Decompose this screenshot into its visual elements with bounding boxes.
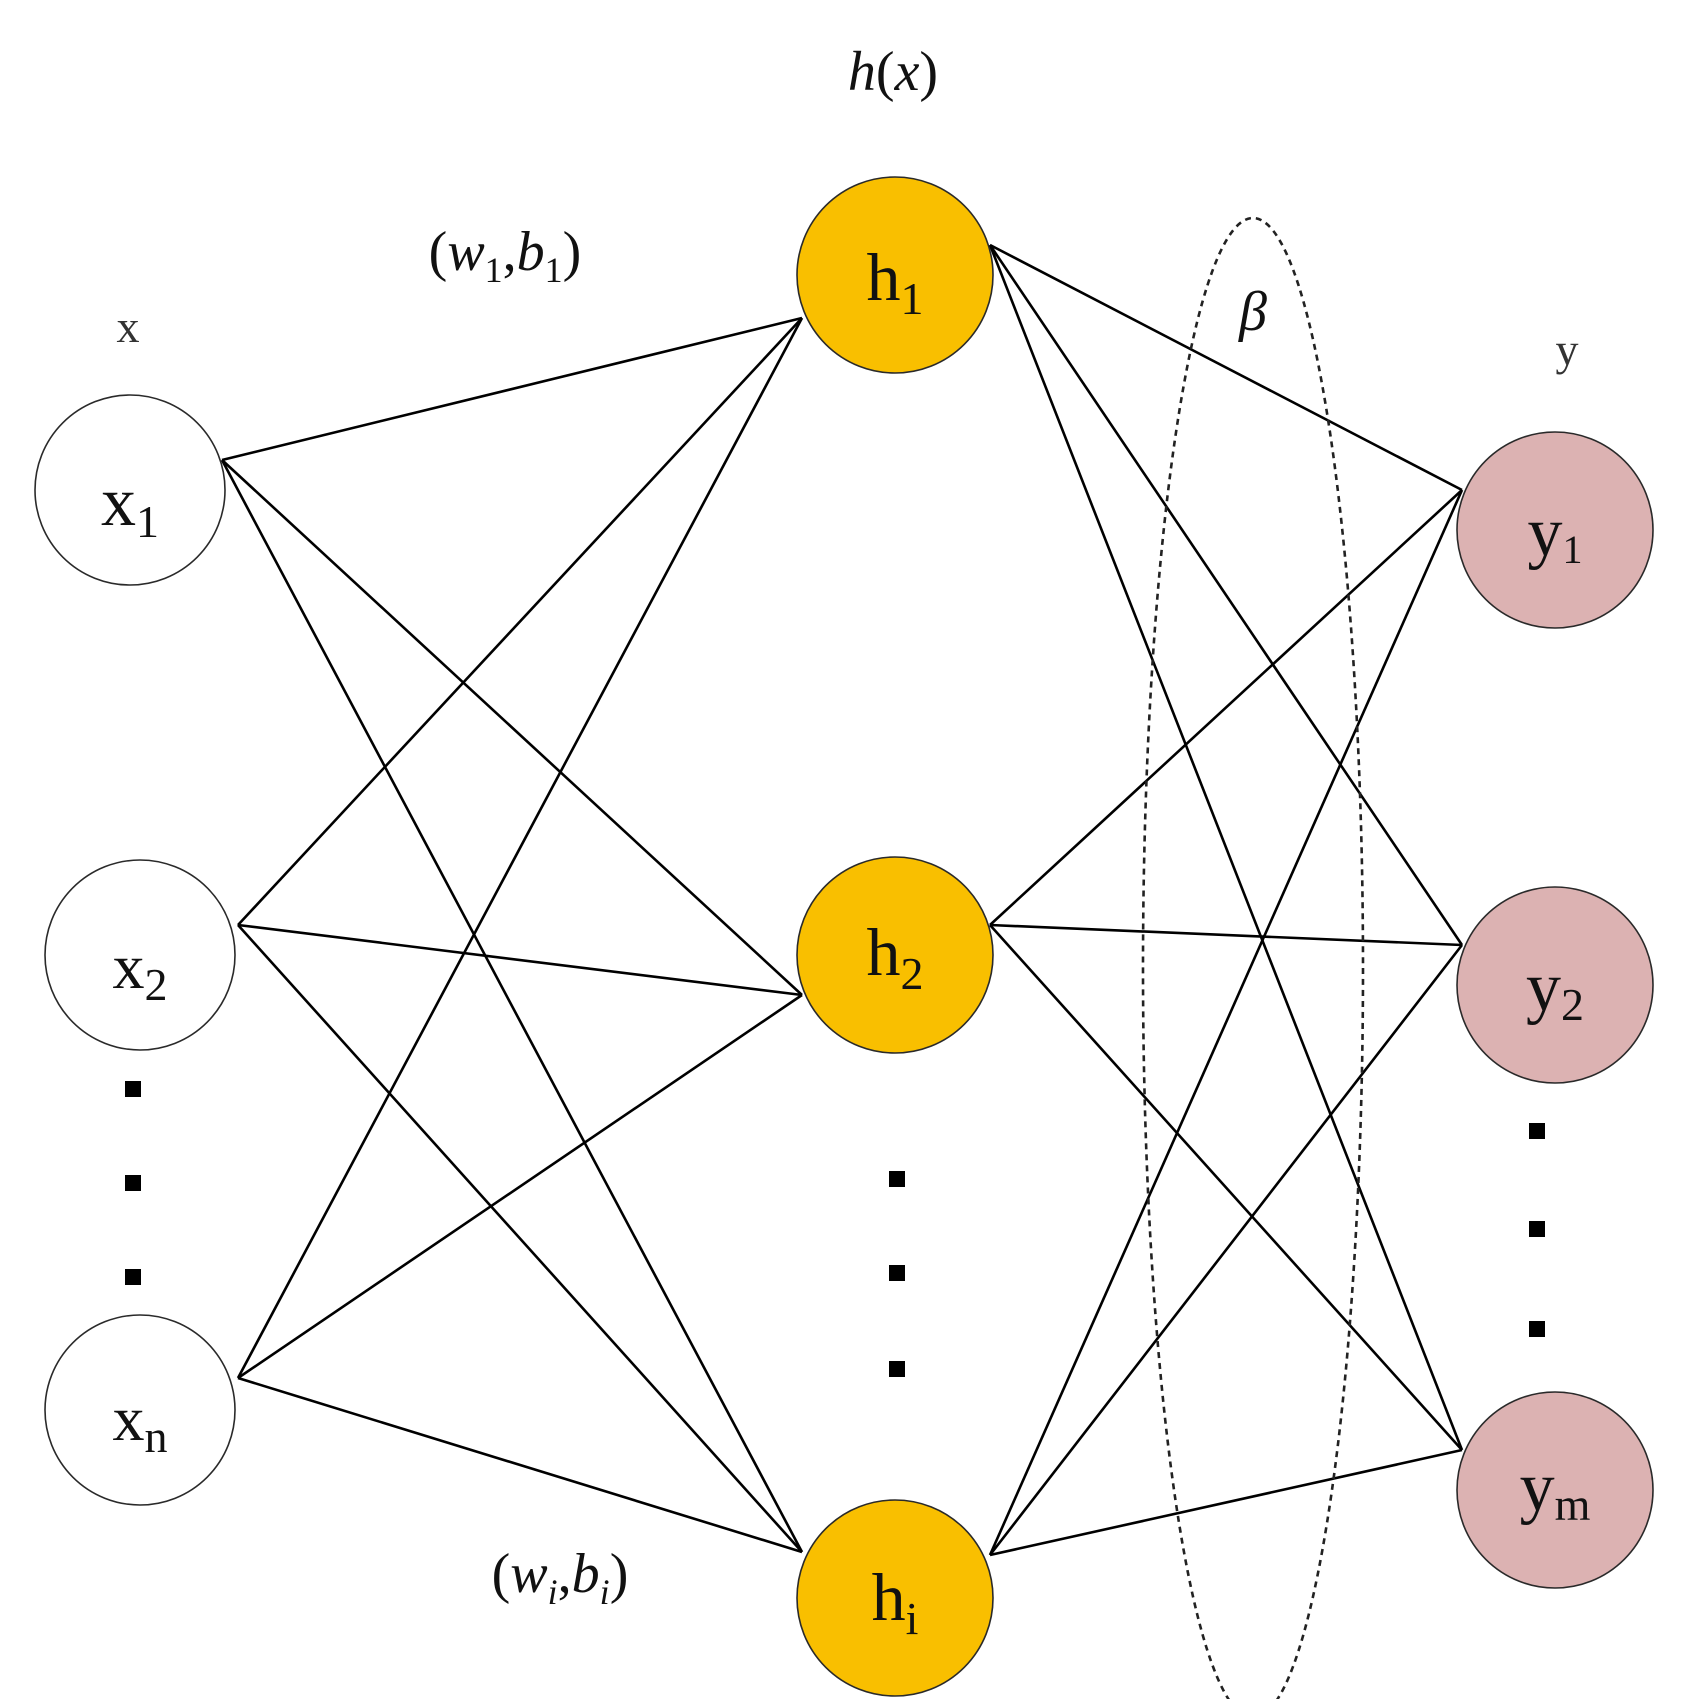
input-ellipsis [125, 1081, 141, 1285]
input-node-x2-label: x2 [113, 931, 168, 1010]
hidden-node-h2 [796, 856, 994, 1054]
edge-x1-h1 [221, 316, 803, 462]
edge-hi-y1 [988, 489, 1464, 1556]
output-node-y2-label: y2 [1526, 949, 1584, 1030]
output-node-y1-label: y1 [1528, 494, 1583, 572]
input-node-x2 [44, 859, 236, 1051]
hidden-node-h1-label: h1 [867, 239, 924, 324]
ellipsis-dot [1529, 1321, 1545, 1337]
ellipsis-dot [889, 1361, 905, 1377]
ellipsis-dot [1529, 1123, 1545, 1139]
edge-hi-ym [989, 1448, 1463, 1557]
output-node-y1 [1456, 431, 1654, 629]
hidden-node-hi-label: hi [872, 1559, 919, 1644]
hidden-output-edges [988, 243, 1464, 1557]
input-layer: x1 x2 xn [34, 394, 236, 1506]
edge-h2-y2 [989, 923, 1463, 947]
output-node-ym-label: ym [1520, 1449, 1591, 1530]
output-ellipsis [1529, 1123, 1545, 1337]
output-layer-label: y [1556, 324, 1579, 375]
edge-x1-h2 [221, 459, 803, 996]
output-node-y2 [1456, 886, 1654, 1084]
edge-x1-hi [220, 459, 804, 1553]
input-node-xn [44, 1314, 236, 1506]
input-layer-label: x [117, 301, 140, 352]
input-node-x1 [34, 394, 226, 586]
ellipsis-dot [125, 1175, 141, 1191]
beta-label: β [1238, 281, 1267, 343]
hidden-node-h2-label: h2 [867, 914, 924, 999]
edge-x2-h2 [237, 923, 803, 997]
hidden-layer: h1 h2 hi [796, 176, 994, 1697]
input-node-x1-label: x1 [101, 464, 159, 547]
ellipsis-dot [889, 1171, 905, 1187]
hidden-layer-label: h(x) [848, 41, 938, 103]
hidden-node-hi [796, 1499, 994, 1697]
edge-h2-y1 [989, 489, 1463, 926]
edge-xn-h1 [236, 317, 804, 1379]
weight-label-first: (w1,b1) [429, 221, 582, 290]
ellipsis-dot [1529, 1221, 1545, 1237]
edge-hi-y2 [988, 944, 1464, 1556]
ellipsis-dot [889, 1265, 905, 1281]
edge-xn-hi [237, 1376, 803, 1554]
edge-h2-ym [989, 924, 1463, 1451]
edge-xn-h2 [237, 993, 803, 1380]
beta-ellipse [1141, 216, 1365, 1699]
hidden-node-h1 [796, 176, 994, 374]
weight-label-last: (wi,bi) [492, 1543, 629, 1612]
edge-h1-ym [988, 244, 1464, 1451]
input-hidden-edges [220, 316, 804, 1554]
output-layer: y1 y2 ym [1456, 431, 1654, 1589]
ellipsis-dot [125, 1081, 141, 1097]
ellipsis-dot [125, 1269, 141, 1285]
edge-h1-y2 [988, 244, 1464, 946]
hidden-ellipsis [889, 1171, 905, 1377]
edge-x2-h1 [237, 317, 803, 926]
edge-h1-y1 [989, 243, 1463, 492]
output-node-ym [1456, 1391, 1654, 1589]
input-node-xn-label: xn [113, 1383, 168, 1462]
edge-x2-hi [237, 924, 803, 1553]
